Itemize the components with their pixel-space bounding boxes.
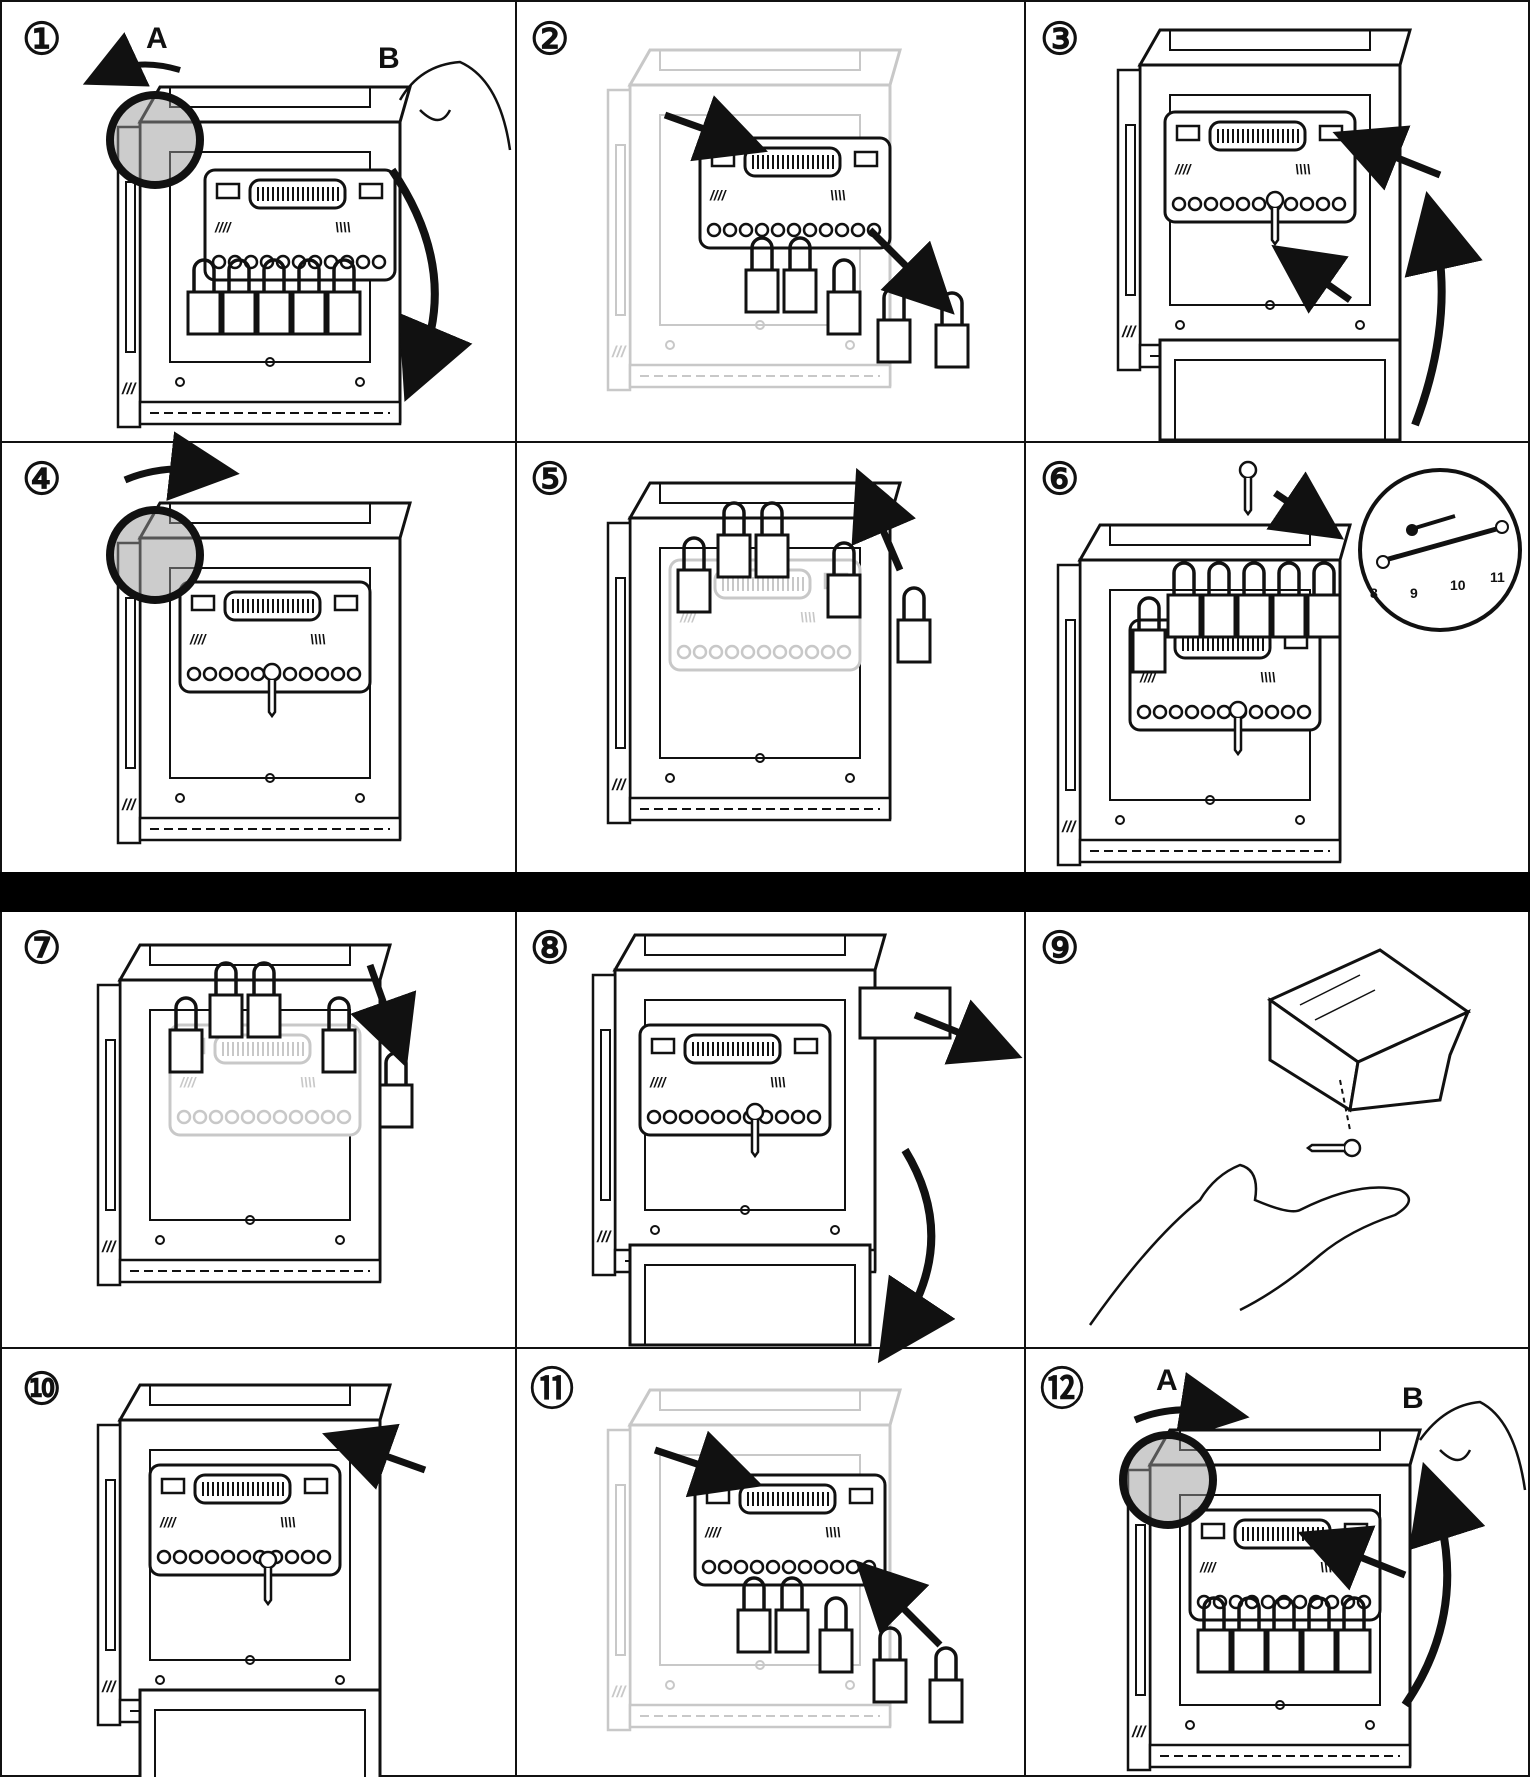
swing-arrow	[877, 1147, 956, 1364]
panel-step-4: ④	[22, 431, 412, 845]
callout-letter-b: B	[1402, 1382, 1424, 1415]
rotate-arrow	[1133, 1372, 1250, 1442]
panel-step-1: ① A B	[22, 15, 512, 429]
step-number: ⑫	[1040, 1365, 1084, 1414]
key-tag-number: 10	[1450, 577, 1466, 593]
step-number: ⑦	[22, 924, 61, 973]
cover-box	[1266, 948, 1472, 1113]
latch-highlight	[106, 506, 204, 604]
close-arrow	[1404, 190, 1483, 427]
remove-arrow	[913, 999, 1023, 1065]
step-number: ③	[1040, 15, 1079, 64]
step-number: ④	[22, 455, 61, 504]
hand-outline	[1088, 1163, 1410, 1326]
key-tag-detail-inset: 8 9 10 11	[1358, 468, 1522, 632]
rotate-arrow	[82, 32, 181, 87]
step-number: ⑤	[530, 455, 569, 504]
step-number: ⑩	[22, 1365, 61, 1414]
insert-arrow	[1332, 125, 1442, 191]
cover-box	[858, 986, 952, 1040]
insert-arrow	[653, 1430, 764, 1498]
hand-outline	[398, 60, 512, 151]
key-tag-number: 11	[1490, 569, 1505, 585]
hand-outline	[1418, 1400, 1527, 1491]
divider-band	[0, 872, 1530, 912]
step-number: ⑪	[530, 1365, 574, 1414]
callout-letter-a: A	[146, 22, 168, 55]
down-arrow	[350, 963, 417, 1068]
close-arrow	[1401, 1461, 1486, 1708]
latch-highlight	[1119, 1431, 1217, 1529]
insert-arrow	[855, 1560, 943, 1648]
latch-highlight	[106, 91, 204, 189]
panel-step-5: ⑤	[530, 455, 932, 825]
panel-step-8: ⑧	[530, 924, 1023, 1364]
step-number: ②	[530, 15, 569, 64]
panel-step-12: ⑫ A B	[1040, 1364, 1527, 1772]
callout-letter-b: B	[378, 42, 400, 75]
key-arrow	[1271, 244, 1353, 314]
swing-arrow	[388, 167, 473, 402]
step-number: ①	[22, 15, 61, 64]
remove-arrow	[867, 227, 955, 315]
insert-arrow	[1266, 471, 1345, 540]
step-number: ⑧	[530, 924, 569, 973]
step-number: ⑨	[1040, 924, 1079, 973]
insert-arrow	[1297, 1525, 1407, 1591]
panel-step-3: ③	[1040, 15, 1483, 442]
key-tag-number: 8	[1370, 585, 1378, 601]
panel-step-6: ⑥ 8 9 10 11	[1040, 455, 1522, 867]
panel-step-2: ②	[530, 15, 970, 392]
up-arrow	[851, 467, 916, 572]
insert-arrow	[322, 1423, 427, 1490]
step-number: ⑥	[1040, 455, 1079, 504]
panel-step-9: ⑨	[1040, 924, 1472, 1326]
key-tag-number: 9	[1410, 585, 1418, 601]
panel-step-7: ⑦	[22, 924, 417, 1287]
rotate-arrow	[123, 431, 240, 501]
callout-letter-a: A	[1156, 1364, 1178, 1397]
panel-step-11: ⑪	[530, 1365, 964, 1732]
insert-arrow	[663, 95, 768, 162]
panel-step-10: ⑩	[22, 1365, 427, 1777]
